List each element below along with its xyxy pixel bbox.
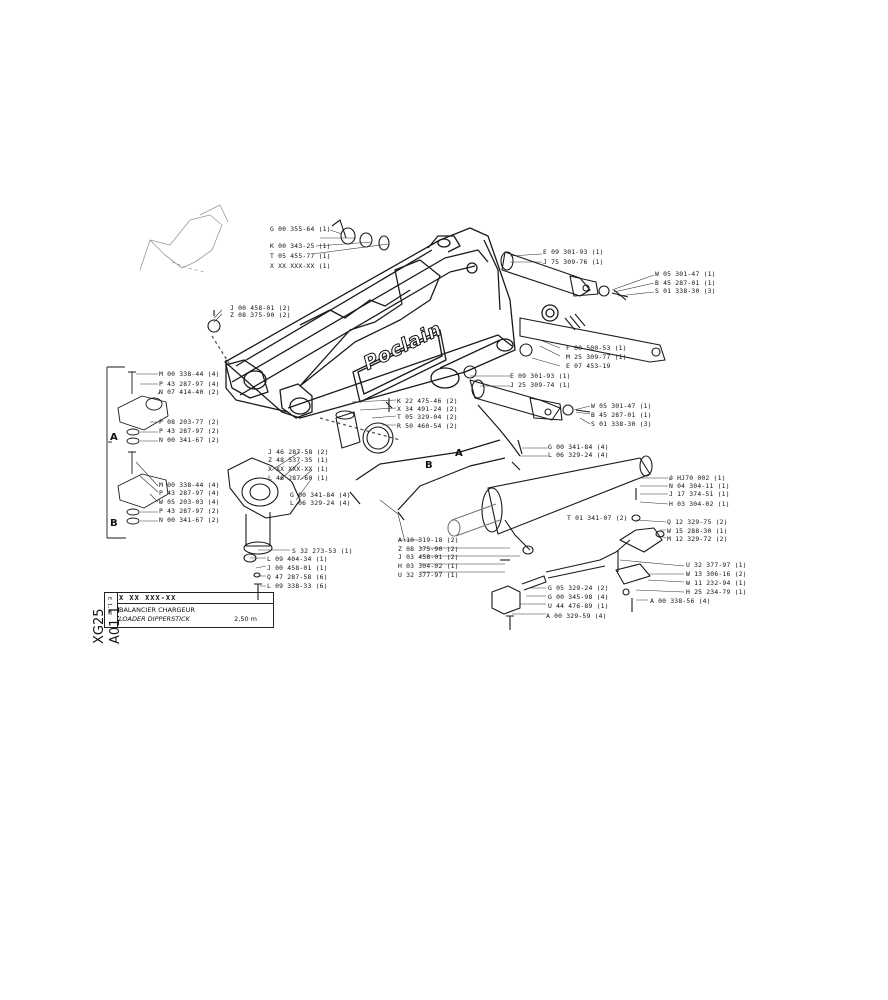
part-label: M 12 329-72 (2) [667, 535, 728, 543]
part-label: Z 08 375-90 (2) [398, 545, 459, 553]
part-label: M 00 338-44 (4) [159, 370, 220, 378]
detail-box-a [106, 366, 169, 539]
part-label: X XX XXX-XX (1) [270, 262, 331, 270]
part-label: T 05 455-77 (1) [270, 252, 331, 260]
part-label: G 00 341-84 (4) [290, 491, 351, 499]
part-label: N 00 341-67 (2) [159, 516, 220, 524]
part-label: W 11 232-94 (1) [686, 579, 747, 587]
part-label: M 25 309-77 (1) [566, 353, 627, 361]
part-label: T 05 329-04 (2) [397, 413, 458, 421]
part-label: J 00 458-01 (1) [267, 564, 328, 572]
part-label: J 75 309-76 (1) [543, 258, 604, 266]
callout-b-box: B [110, 518, 118, 529]
part-label: L 46 287-60 (1) [268, 474, 329, 482]
part-label: B 45 287-01 (1) [591, 411, 652, 419]
brand-plate-frame [357, 333, 443, 395]
part-label: N 00 341-67 (2) [159, 436, 220, 444]
part-label: X 34 491-24 (2) [397, 405, 458, 413]
reference-number: X XX XXX-XX [119, 594, 177, 602]
part-label: H 03 304-02 (1) [398, 562, 459, 570]
part-label: W 05 301-47 (1) [655, 270, 716, 278]
scale-label: 2,50 m [234, 615, 257, 623]
part-label: J 25 309-74 (1) [510, 381, 571, 389]
part-label: T 01 341-07 (2) [567, 514, 628, 522]
leader-lines [135, 229, 685, 615]
part-label: B 45 287-01 (1) [655, 279, 716, 287]
part-label: S 32 273-53 (1) [292, 547, 353, 555]
part-label: N 07 414-40 (2) [159, 388, 220, 396]
part-label: S 01 338-30 (3) [655, 287, 716, 295]
part-label: G 05 329-24 (2) [548, 584, 609, 592]
title-block-divider [117, 593, 118, 627]
valve-linkage [545, 488, 665, 612]
part-label: X XX XXX-XX (1) [268, 465, 329, 473]
part-label: P 08 203-77 (2) [159, 418, 220, 426]
part-label: Q 12 329-75 (2) [667, 518, 728, 526]
callout-a-box: A [110, 432, 118, 443]
bottom-block [491, 575, 547, 630]
part-label: N 04 304-11 (1) [669, 482, 730, 490]
cylinder-rod-eye [227, 457, 301, 600]
part-label: Q 47 287-58 (6) [267, 573, 328, 581]
part-label: U 44 476-89 (1) [548, 602, 609, 610]
part-label: A 10 319-18 (2) [398, 536, 459, 544]
callout-a-hose: A [455, 448, 463, 459]
part-label: P 43 287-97 (4) [159, 380, 220, 388]
bushing-and-ring [335, 398, 394, 454]
hydraulic-cylinder [447, 455, 653, 561]
part-label: K 22 475-46 (2) [397, 397, 458, 405]
part-label: R 50 460-54 (2) [397, 422, 458, 430]
part-label: P 43 287-97 (2) [159, 507, 220, 515]
part-label: J 03 458-01 (2) [398, 553, 459, 561]
part-label: P 43 287-97 (4) [159, 489, 220, 497]
part-label: L 09 404-34 (1) [267, 555, 328, 563]
part-label: W 05 203-03 (4) [159, 498, 220, 506]
part-label: S 01 338-30 (3) [591, 420, 652, 428]
part-label: K 00 343-25 (1) [270, 242, 331, 250]
part-label: G 00 355-64 (1) [270, 225, 331, 233]
hydraulic-hoses [349, 404, 523, 521]
part-label: W 13 306-16 (2) [686, 570, 747, 578]
dipperstick-arm [211, 227, 559, 441]
bucket-outline [139, 204, 229, 273]
part-label: Z 08 375-90 (2) [230, 311, 291, 319]
part-label: J 00 458-01 (2) [230, 304, 291, 312]
callout-b-hose: B [425, 460, 433, 471]
part-label: F 00 500-53 (1) [566, 344, 627, 352]
part-label: E 07 453-19 [566, 362, 611, 370]
detail-box-b [117, 451, 169, 525]
part-label: Z 48 537-35 (1) [268, 456, 329, 464]
title-english: LOADER DIPPERSTICK [119, 615, 190, 623]
part-label: U 32 377-97 (1) [398, 571, 459, 579]
part-label: U 32 377-97 (1) [686, 561, 747, 569]
part-label: L 09 338-33 (6) [267, 582, 328, 590]
part-label: A 00 338-56 (4) [650, 597, 711, 605]
part-label: J 17 374-51 (1) [669, 490, 730, 498]
part-label: M 00 338-44 (4) [159, 481, 220, 489]
part-label: P 43 287-97 (2) [159, 427, 220, 435]
part-label: A 00 329-59 (4) [546, 612, 607, 620]
part-label: G 00 341-84 (4) [548, 443, 609, 451]
part-label: G 00 345-98 (4) [548, 593, 609, 601]
part-label: E 09 301-93 (1) [543, 248, 604, 256]
part-label: H 03 304-02 (1) [669, 500, 730, 508]
part-label: L 06 329-24 (4) [290, 499, 351, 507]
title-block-rule [117, 603, 273, 604]
part-label: ǿ HJ70 002 (1) [669, 474, 726, 482]
part-label: J 46 287-58 (2) [268, 448, 329, 456]
part-label: E 09 301-93 (1) [510, 372, 571, 380]
part-label: W 15 288-30 (1) [667, 527, 728, 535]
title-french: BALANCIER CHARGEUR [119, 606, 195, 614]
title-block: E 1.82 X XX XXX-XX BALANCIER CHARGEUR LO… [104, 592, 274, 628]
lower-pin-assembly [463, 365, 591, 421]
revision-mark: E 1.82 [106, 597, 112, 616]
part-label: L 06 329-24 (4) [548, 451, 609, 459]
part-label: W 05 301-47 (1) [591, 402, 652, 410]
part-label: H 25 234-79 (1) [686, 588, 747, 596]
